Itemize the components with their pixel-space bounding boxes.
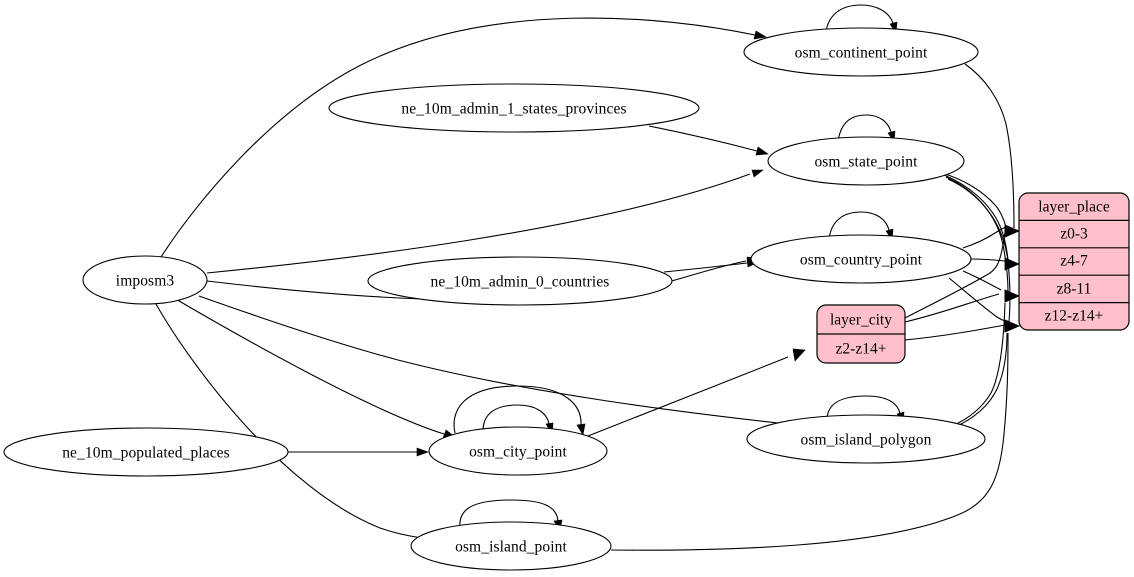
node-shape[interactable] <box>82 255 208 305</box>
edge-osm_island_point-self-loop <box>459 499 559 530</box>
edge-osm_country_point-to-layer_place-z0-3 <box>962 226 1007 249</box>
edge-imposm3-to-osm_city_point <box>173 297 445 435</box>
node-osm_continent_point[interactable]: osm_continent_point <box>743 27 979 77</box>
arrowhead <box>1004 289 1020 303</box>
edge-imposm3-to-osm_island_polygon <box>198 295 788 425</box>
arrowhead <box>1004 319 1020 333</box>
node-osm_city_point[interactable]: osm_city_point <box>428 426 608 476</box>
edge-osm_state_point-to-layer_place-z12-z14 <box>947 178 1011 323</box>
node-osm_state_point[interactable]: osm_state_point <box>767 136 965 186</box>
node-label: osm_island_point <box>455 539 567 556</box>
record-row-z4-7[interactable]: z4-7 <box>1060 253 1088 270</box>
node-layer: imposm3 ne_10m_admin_1_states_provinces … <box>3 27 1130 571</box>
arrowhead <box>755 146 769 156</box>
node-layer_place[interactable]: layer_place z0-3 z4-7 z8-11 z12-z14+ <box>1018 192 1130 331</box>
node-label: ne_10m_populated_places <box>62 445 230 462</box>
record-row-z2-z14[interactable]: z2-z14+ <box>836 341 887 358</box>
node-label: imposm3 <box>116 273 175 290</box>
node-osm_island_point[interactable]: osm_island_point <box>410 521 612 571</box>
edge-osm_country_point-to-layer_place-z12-z14 <box>948 277 1006 322</box>
record-row-z12-z14[interactable]: z12-z14+ <box>1045 308 1104 325</box>
edge-imposm3-to-osm_continent_point <box>160 17 756 258</box>
arrowhead <box>753 30 767 40</box>
node-ne_10m_admin_0_countries[interactable]: ne_10m_admin_0_countries <box>367 256 673 306</box>
edge-osm_island_polygon-to-layer_place-z12-z14 <box>954 332 1008 428</box>
record-row-z8-11[interactable]: z8-11 <box>1057 281 1092 298</box>
node-layer_city[interactable]: layer_city z2-z14+ <box>816 304 906 364</box>
edge-layer_city-to-layer_place-z0-3 <box>904 231 1006 319</box>
node-shape[interactable] <box>428 426 608 476</box>
arrowhead <box>1004 224 1020 238</box>
node-shape[interactable] <box>750 234 972 284</box>
edge-osm_continent_point-to-layer_place-z0-3 <box>964 63 1015 229</box>
edge-layer_city-to-layer_place-z12-z14-alt <box>904 324 1006 341</box>
arrowhead <box>1004 257 1020 271</box>
edge-osm_country_point-self-loop <box>828 211 890 240</box>
edge-ne_states-to-osm_state_point <box>648 125 758 152</box>
node-osm_country_point[interactable]: osm_country_point <box>750 234 972 284</box>
record-row-title: layer_place <box>1038 199 1110 216</box>
node-osm_island_polygon[interactable]: osm_island_polygon <box>746 414 986 464</box>
edge-osm_state_point-to-layer_place-z8-11 <box>945 176 1009 293</box>
node-label: ne_10m_admin_1_states_provinces <box>401 101 626 118</box>
arrowhead <box>751 169 764 178</box>
arrowhead <box>576 423 586 436</box>
edge-osm_continent_point-self-loop <box>825 4 894 33</box>
node-label: osm_island_polygon <box>801 432 932 449</box>
node-shape[interactable] <box>767 136 965 186</box>
node-label: osm_continent_point <box>795 45 928 62</box>
arrowhead <box>792 348 806 362</box>
edge-osm_state_point-to-layer_place-z0-3 <box>941 172 1007 228</box>
node-label: osm_city_point <box>469 444 567 461</box>
edge-osm_city_point-self-loop-inner <box>482 404 550 430</box>
node-label: osm_state_point <box>814 154 918 171</box>
edge-osm_island_polygon-to-layer_place-z8-11 <box>951 302 1006 427</box>
edge-imposm3-to-osm_state_point <box>206 173 751 274</box>
edge-ne_countries-to-osm_country_point <box>663 262 748 273</box>
edge-osm_state_point-to-layer_place-z4-7 <box>943 174 1009 261</box>
node-ne_10m_populated_places[interactable]: ne_10m_populated_places <box>3 427 289 477</box>
edge-layer_city-to-layer_place-z8-11 <box>904 293 1000 323</box>
edge-osm_state_point-self-loop <box>837 114 892 143</box>
record-row-z0-3[interactable]: z0-3 <box>1060 226 1088 243</box>
edge-osm_island_point-to-layer_place-z12-z14 <box>610 332 1009 551</box>
node-imposm3[interactable]: imposm3 <box>82 255 208 305</box>
node-label: osm_country_point <box>800 252 923 269</box>
edge-osm_country_point-to-layer_place-z8-11 <box>962 270 1002 291</box>
edge-imposm3-to-osm_island_point <box>155 303 423 539</box>
edge-osm_country_point-to-layer_place-z4-7 <box>970 258 1006 262</box>
node-shape[interactable] <box>328 83 700 133</box>
node-shape[interactable] <box>410 521 612 571</box>
node-shape[interactable] <box>3 427 289 477</box>
edge-layer <box>155 4 1020 551</box>
node-ne_10m_admin_1_states_provinces[interactable]: ne_10m_admin_1_states_provinces <box>328 83 700 133</box>
node-shape[interactable] <box>743 27 979 77</box>
edge-osm_island_polygon-self-loop <box>826 395 901 421</box>
node-shape[interactable] <box>746 414 986 464</box>
node-label: ne_10m_admin_0_countries <box>431 274 610 291</box>
record-row-title: layer_city <box>830 312 892 329</box>
edge-osm_city_point-to-layer_city <box>587 356 789 437</box>
arrowhead <box>416 447 429 457</box>
edge-osm_city_point-self-loop-outer <box>453 385 582 434</box>
node-shape[interactable] <box>367 256 673 306</box>
record-body[interactable] <box>1018 192 1130 331</box>
